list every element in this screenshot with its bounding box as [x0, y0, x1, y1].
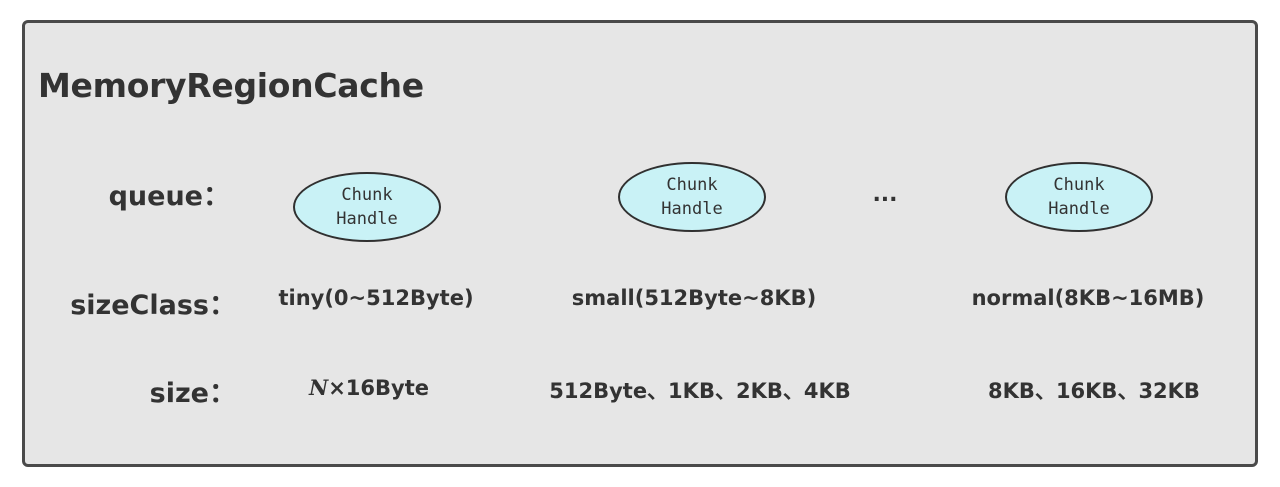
queue-ellipsis: ...	[872, 182, 898, 207]
chunk-handle-node: Chunk Handle	[1005, 162, 1153, 232]
size-tiny-value: ×16Byte	[328, 376, 429, 400]
chunk-handle-node: Chunk Handle	[293, 172, 441, 242]
sizeclass-normal: normal(8KB~16MB)	[971, 286, 1205, 310]
size-small: 512Byte、1KB、2KB、4KB	[549, 379, 851, 403]
diagram-title: MemoryRegionCache	[38, 66, 424, 105]
memory-region-cache-panel	[22, 20, 1258, 467]
sizeclass-tiny: tiny(0~512Byte)	[278, 286, 474, 310]
node-line-2: Handle	[336, 209, 398, 229]
row-label-sizeclass: sizeClass：	[70, 290, 236, 321]
size-normal: 8KB、16KB、32KB	[988, 379, 1200, 403]
size-tiny-symbol: N	[309, 375, 329, 400]
sizeclass-small: small(512Byte~8KB)	[571, 286, 817, 310]
row-label-size: size：	[149, 378, 236, 409]
node-line-1: Chunk	[666, 175, 718, 195]
node-line-1: Chunk	[1053, 175, 1105, 195]
node-line-2: Handle	[661, 199, 723, 219]
size-tiny: N×16Byte	[309, 375, 429, 400]
node-line-1: Chunk	[341, 185, 393, 205]
row-label-queue: queue：	[108, 181, 230, 212]
node-line-2: Handle	[1048, 199, 1110, 219]
chunk-handle-node: Chunk Handle	[618, 162, 766, 232]
